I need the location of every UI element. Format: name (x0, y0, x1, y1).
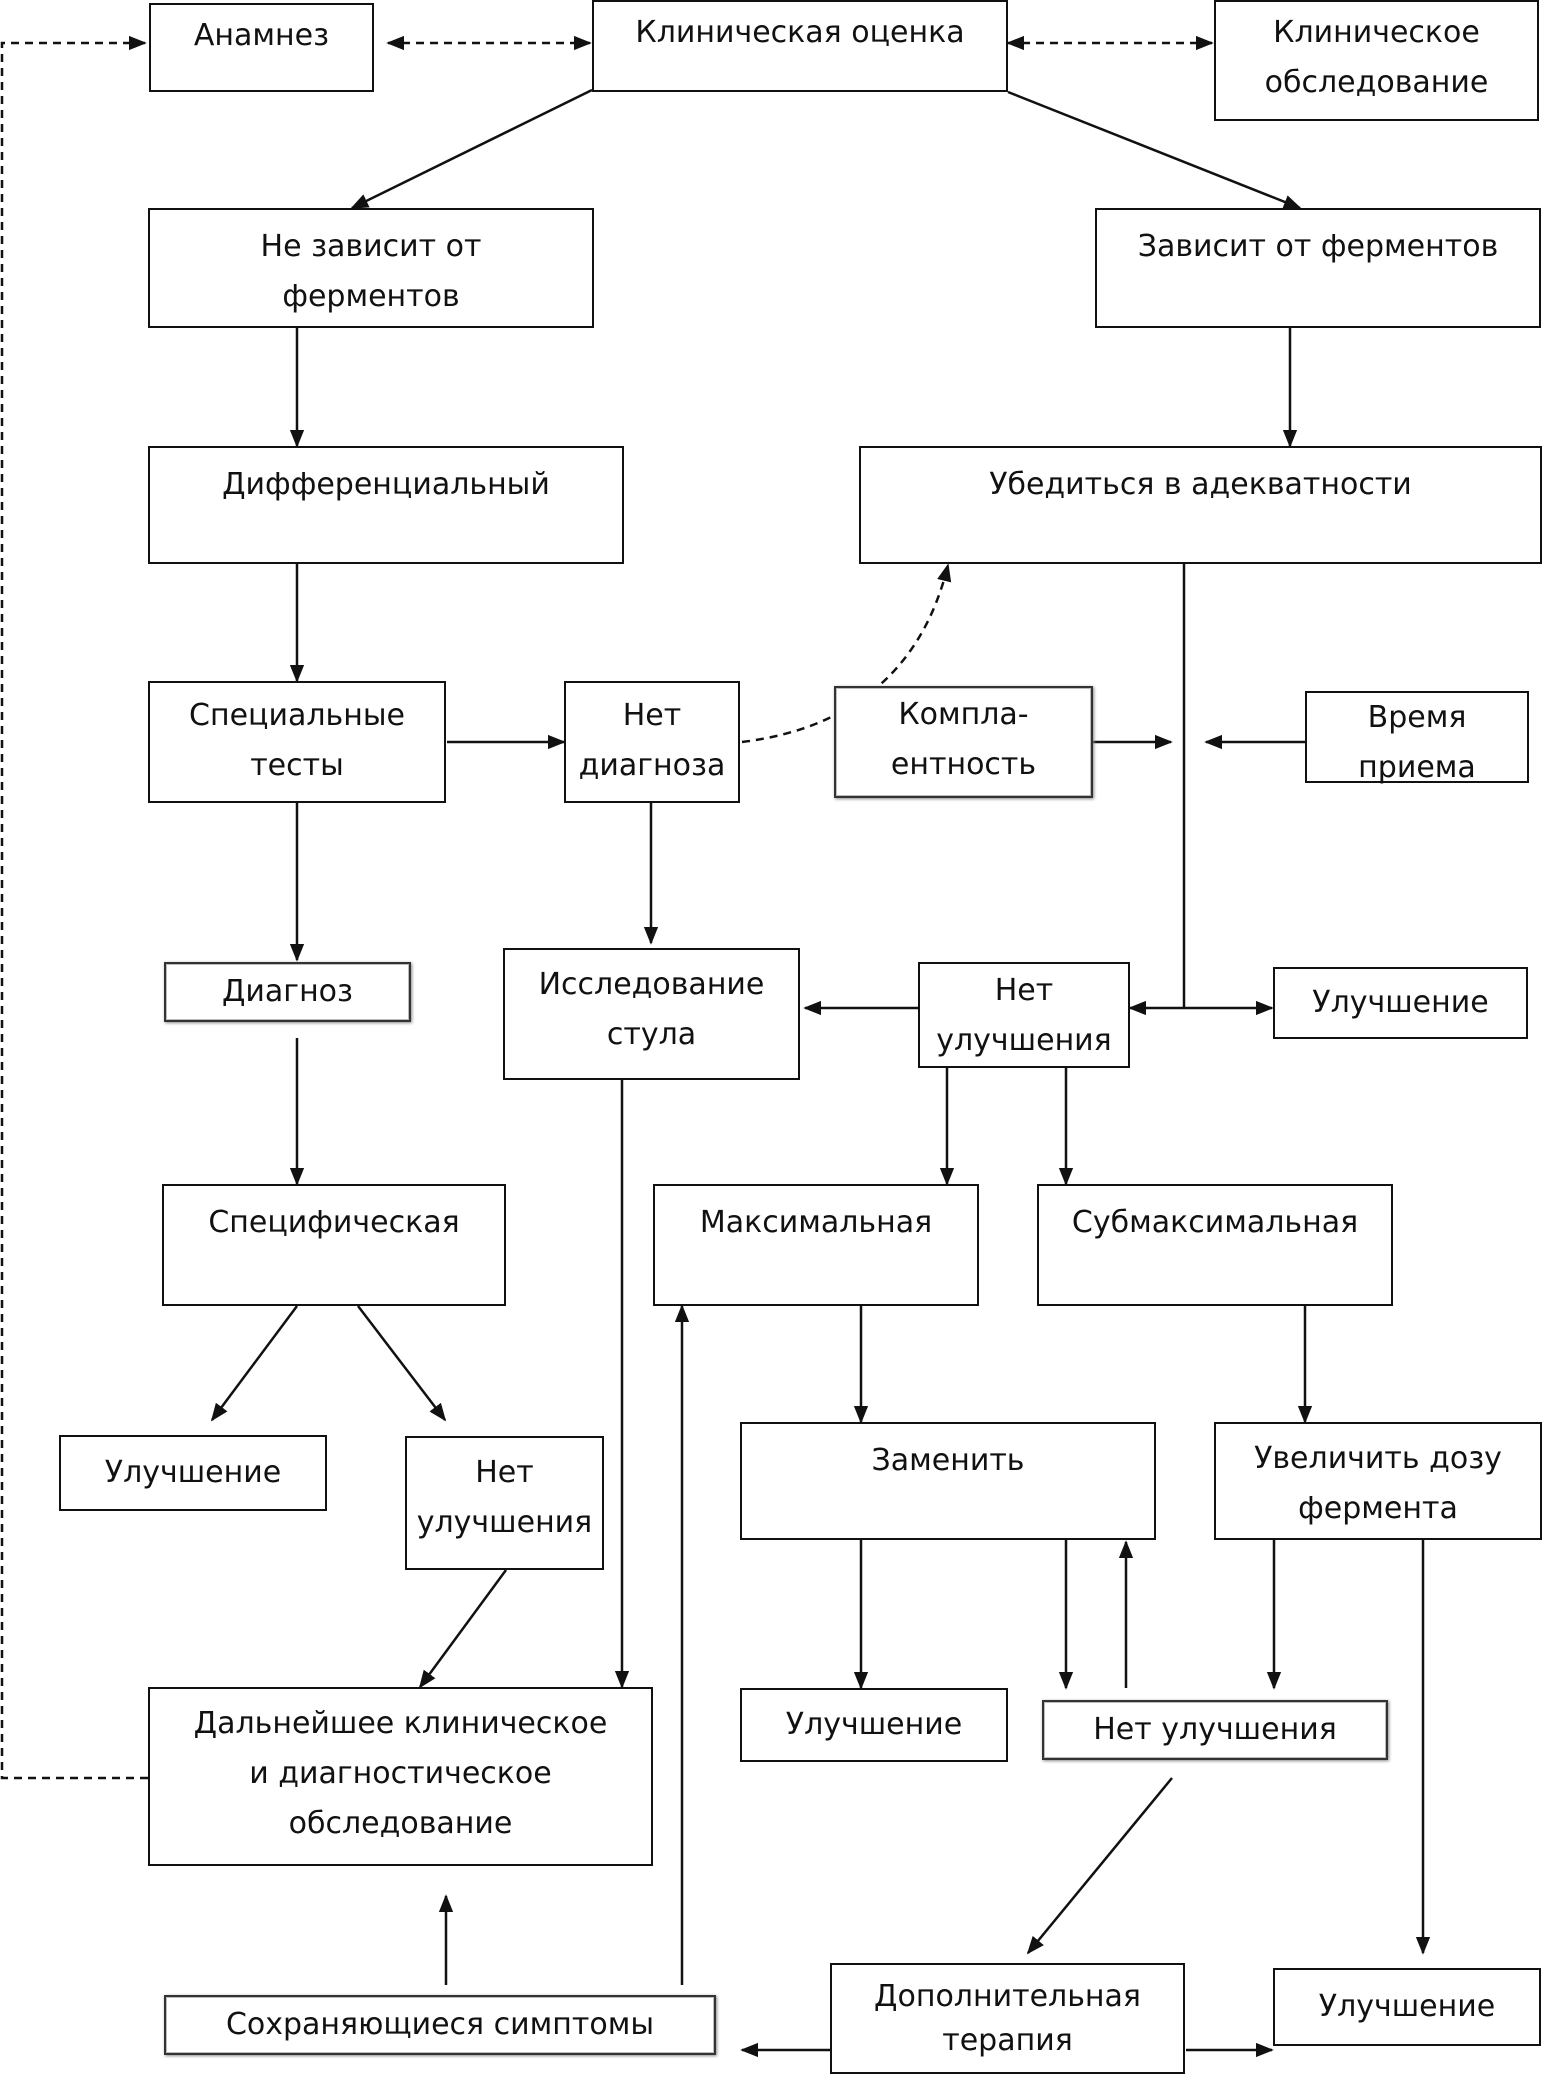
node-further-exam: Дальнейшее клиническое и диагностическое… (148, 1687, 653, 1866)
node-further-exam-line-3: обследование (288, 1806, 513, 1841)
node-stool-study: Исследование стула (503, 948, 800, 1080)
edge-assessment-notdep (350, 88, 593, 210)
node-no-improvement-left-line-2: улучшения (416, 1505, 593, 1540)
node-diagnosis: Диагноз (164, 962, 411, 1022)
node-increase-dose-line-2: фермента (1298, 1491, 1458, 1526)
node-specific: Специфическая (162, 1184, 506, 1306)
node-improvement-bottom: Улучшение (1273, 1968, 1541, 2046)
node-compliance: Компла- ентность (834, 686, 1093, 798)
node-clinical-exam-line-1: Клиническое (1273, 15, 1480, 50)
edge-specific-noimpr (357, 1305, 447, 1422)
edge-further-to-anamnesis (0, 35, 148, 1780)
node-no-improvement-top: Нет улучшения (918, 962, 1130, 1068)
node-increase-dose-line-1: Увеличить дозу (1254, 1441, 1502, 1476)
node-additional-therapy-line-1: Дополнительная (874, 1978, 1141, 2014)
node-no-improvement-mid: Нет улучшения (1042, 1700, 1388, 1760)
node-differential-line-1: Дифференциальный (222, 467, 550, 502)
node-enzyme-dependent-line-1: Зависит от ферментов (1137, 229, 1499, 264)
node-improvement-mid: Улучшение (740, 1688, 1008, 1762)
edge-assessment-dep (1007, 90, 1302, 210)
node-no-improvement-top-line-1: Нет (994, 973, 1054, 1008)
node-improvement-left: Улучшение (59, 1435, 327, 1511)
node-further-exam-line-1: Дальнейшее клиническое (193, 1706, 608, 1741)
node-no-improvement-top-line-2: улучшения (936, 1023, 1112, 1058)
node-clinical-exam: Клиническое обследование (1214, 0, 1539, 121)
node-differential: Дифференциальный (148, 446, 624, 564)
node-increase-dose: Увеличить дозу фермента (1214, 1422, 1542, 1540)
node-not-enzyme-dependent: Не зависит от ферментов (148, 208, 594, 328)
node-replace: Заменить (740, 1422, 1156, 1540)
node-intake-time-line-1: Время (1367, 700, 1467, 735)
node-no-improvement-left: Нет улучшения (405, 1436, 604, 1570)
node-compliance-line-2: ентность (890, 747, 1037, 782)
node-improvement-left-line-1: Улучшение (104, 1455, 282, 1490)
node-additional-therapy: Дополнительная терапия (830, 1963, 1185, 2074)
node-not-enzyme-dependent-line-2: ферментов (282, 279, 460, 314)
edge-noimpr-addtherapy (1026, 1777, 1173, 1955)
edge-noimpr-further (418, 1569, 508, 1689)
node-clinical-assessment: Клиническая оценка (592, 0, 1008, 92)
node-no-diagnosis: Нет диагноза (564, 681, 740, 803)
node-intake-time-line-2: приема (1358, 750, 1476, 785)
node-not-enzyme-dependent-line-1: Не зависит от (260, 229, 482, 264)
node-ensure-adequacy: Убедиться в адекватности (859, 446, 1542, 564)
node-maximal-line-1: Максимальная (699, 1205, 933, 1240)
node-no-diagnosis-line-2: диагноза (578, 748, 726, 783)
node-anamnesis: Анамнез (149, 3, 374, 92)
node-replace-line-1: Заменить (871, 1443, 1025, 1478)
node-no-improvement-left-line-1: Нет (475, 1455, 534, 1490)
node-clinical-assessment-line-1: Клиническая оценка (635, 15, 965, 50)
node-additional-therapy-line-2: терапия (942, 2022, 1073, 2058)
node-no-improvement-mid-line-1: Нет улучшения (1093, 1712, 1337, 1747)
edge-specific-impr (210, 1305, 299, 1422)
node-special-tests-line-1: Специальные (189, 698, 405, 733)
node-persistent-symptoms: Сохраняющиеся симптомы (164, 1995, 716, 2055)
node-stool-study-line-1: Исследование (538, 967, 765, 1002)
node-ensure-adequacy-line-1: Убедиться в адекватности (989, 467, 1412, 502)
node-persistent-symptoms-line-1: Сохраняющиеся симптомы (225, 2007, 655, 2042)
node-diagnosis-line-1: Диагноз (221, 974, 353, 1009)
node-improvement-mid-line-1: Улучшение (785, 1707, 963, 1742)
node-submaximal: Субмаксимальная (1037, 1184, 1393, 1306)
node-intake-time: Время приема (1305, 691, 1529, 785)
node-specific-line-1: Специфическая (208, 1205, 460, 1240)
node-clinical-exam-line-2: обследование (1264, 65, 1489, 100)
node-submaximal-line-1: Субмаксимальная (1071, 1205, 1359, 1240)
node-further-exam-line-2: и диагностическое (249, 1756, 552, 1791)
node-anamnesis-line-1: Анамнез (193, 18, 330, 53)
node-improvement-bottom-line-1: Улучшение (1318, 1989, 1496, 2024)
node-improvement-top-line-1: Улучшение (1312, 985, 1489, 1020)
node-compliance-line-1: Компла- (898, 697, 1029, 732)
node-enzyme-dependent: Зависит от ферментов (1095, 208, 1541, 328)
node-special-tests: Специальные тесты (148, 681, 446, 803)
node-no-diagnosis-line-1: Нет (622, 698, 682, 733)
node-special-tests-line-2: тесты (250, 748, 344, 783)
node-maximal: Максимальная (653, 1184, 979, 1306)
node-improvement-top: Улучшение (1273, 967, 1528, 1039)
node-stool-study-line-2: стула (606, 1017, 697, 1052)
